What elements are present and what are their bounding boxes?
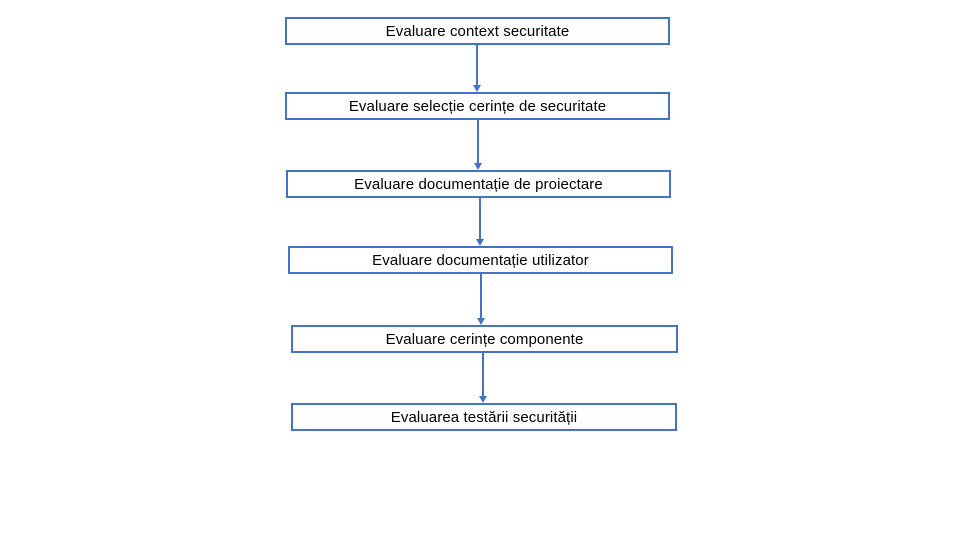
- flow-step-label: Evaluare context securitate: [385, 22, 570, 40]
- flow-step-evaluare-selectie-cerinte: Evaluare selecție cerințe de securitate: [285, 92, 670, 120]
- flow-arrow-2: [474, 120, 482, 170]
- flow-step-label: Evaluare selecție cerințe de securitate: [348, 97, 607, 115]
- flow-step-evaluare-documentatie-utilizator: Evaluare documentație utilizator: [288, 246, 673, 274]
- flow-step-evaluare-documentatie-proiectare: Evaluare documentație de proiectare: [286, 170, 671, 198]
- flow-step-evaluare-cerinte-componente: Evaluare cerințe componente: [291, 325, 678, 353]
- flow-step-label: Evaluarea testării securității: [390, 408, 578, 426]
- flow-arrow-4: [477, 274, 485, 325]
- flow-step-evaluare-context-securitate: Evaluare context securitate: [285, 17, 670, 45]
- flow-step-label: Evaluare documentație de proiectare: [354, 175, 603, 193]
- flow-arrow-5: [479, 353, 487, 403]
- flow-step-label: Evaluare documentație utilizator: [372, 251, 589, 269]
- flow-arrow-3: [476, 198, 484, 246]
- flow-step-label: Evaluare cerințe componente: [385, 330, 584, 348]
- flow-arrow-1: [473, 45, 481, 92]
- flow-step-evaluarea-testarii-securitatii: Evaluarea testării securității: [291, 403, 677, 431]
